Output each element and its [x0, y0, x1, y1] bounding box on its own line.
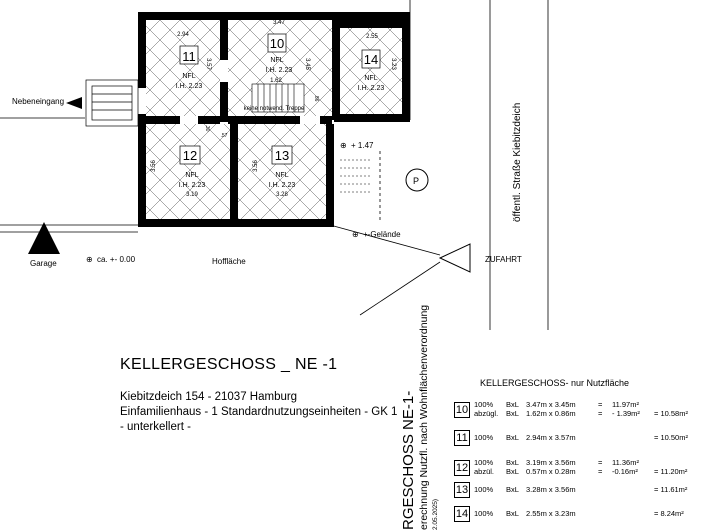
- calc-sub: - 1.39m²: [612, 409, 640, 418]
- access-label: ZUFAHRT: [485, 255, 522, 264]
- room-12-ih: I.H. 2.23: [179, 182, 206, 189]
- basement-line: - unterkellert -: [120, 421, 191, 433]
- level-147-label: + 1.47: [351, 141, 374, 150]
- room-10-nfl: NFL: [270, 57, 283, 64]
- calc-dims: 0.57m x 0.28m: [526, 467, 576, 476]
- calc-sub: 11.36m²: [612, 458, 639, 467]
- calc-sub: -0.16m²: [612, 467, 638, 476]
- calc-dims: 3.19m x 3.56m: [526, 458, 576, 467]
- room-14-number: 14: [364, 52, 378, 67]
- room-11-ih: I.H. 2.23: [176, 83, 203, 90]
- room-12-notch-depth: .30: [204, 125, 210, 132]
- calc-pct: abzül.: [474, 467, 495, 476]
- address-line: Kiebitzdeich 154 - 21037 Hamburg: [120, 391, 298, 403]
- parking-label: P: [413, 176, 419, 186]
- room-10-width: 3.47: [273, 20, 285, 26]
- calc-row: 14 100% BxL 2.55m x 3.23m = 8.24m²: [450, 506, 718, 528]
- room-14-nfl: NFL: [364, 75, 377, 82]
- room-13-number: 13: [275, 148, 289, 163]
- calc-dims: 3.47m x 3.45m: [526, 400, 576, 409]
- room-12-number: 12: [183, 148, 197, 163]
- room-12-width: 3.19: [186, 192, 198, 198]
- stair-note: keine notwend. Treppe: [244, 106, 305, 112]
- calc-title: KELLERGESCHOSS- nur Nutzfläche: [480, 378, 630, 388]
- room-11-width: 2.94: [177, 32, 189, 38]
- plan-title: KELLERGESCHOSS _ NE -1: [120, 356, 338, 373]
- room-10-number: 10: [270, 36, 284, 51]
- calc-pct: 100%: [474, 485, 494, 494]
- calc-bxl: BxL: [506, 485, 519, 494]
- calc-room-number: 13: [454, 482, 470, 498]
- calc-room-number: 10: [454, 402, 470, 418]
- room-10-stair-width: 1.62: [270, 78, 282, 84]
- calc-room-number: 14: [454, 506, 470, 522]
- calc-total: = 10.50m²: [654, 433, 688, 442]
- calc-row: 11 100% BxL 2.94m x 3.57m = 10.50m²: [450, 430, 718, 452]
- calc-bxl: BxL: [506, 467, 519, 476]
- room-13-height: 3.56: [253, 160, 259, 172]
- room-13-nfl: NFL: [275, 172, 288, 179]
- building-type-line: Einfamilienhaus - 1 Standardnutzungseinh…: [120, 406, 398, 418]
- room-10-height: 3.45: [304, 58, 310, 70]
- calc-eq: =: [598, 467, 603, 476]
- vertical-title: RGESCHOSS NE-1-: [400, 390, 417, 530]
- calc-total: = 11.61m²: [654, 485, 688, 494]
- room-11-nfl: NFL: [182, 73, 195, 80]
- calc-eq: =: [598, 458, 603, 467]
- room-14-ih: I.H. 2.23: [358, 85, 385, 92]
- calc-room-number: 11: [454, 430, 470, 446]
- room-11-number: 11: [182, 49, 196, 64]
- level-marker-icon: ⊕: [86, 255, 93, 264]
- calc-dims: 2.55m x 3.23m: [526, 509, 576, 518]
- calc-room-number: 12: [454, 460, 470, 476]
- calc-row: 13 100% BxL 3.28m x 3.56m = 11.61m²: [450, 482, 718, 504]
- calc-eq: =: [598, 400, 603, 409]
- room-11-height: 3.57: [205, 58, 211, 70]
- room-10-ih: I.H. 2.23: [266, 67, 293, 74]
- calc-bxl: BxL: [506, 509, 519, 518]
- calc-total: = 8.24m²: [654, 509, 684, 518]
- yard-label: Hoffläche: [212, 257, 246, 266]
- room-12-notch-width: .57: [221, 133, 228, 139]
- calc-pct: 100%: [474, 509, 494, 518]
- room-14-width: 2.55: [366, 34, 378, 40]
- side-entrance-label: Nebeneingang: [12, 97, 64, 106]
- room-12-nfl: NFL: [185, 172, 198, 179]
- address-block: Kiebitzdeich 154 - 21037 Hamburg Einfami…: [120, 390, 397, 435]
- calc-row: 10 100% BxL 3.47m x 3.45m = 11.97m² abzügl. BxL…: [450, 400, 718, 422]
- calc-bxl: BxL: [506, 400, 519, 409]
- vertical-date: 2.05.2025): [432, 498, 439, 530]
- calc-dims: 3.28m x 3.56m: [526, 485, 576, 494]
- room-14-height: 3.23: [390, 58, 396, 70]
- vertical-subtitle: erechnung Nutzfl. nach Wohnflächenverord…: [418, 304, 430, 530]
- calc-total: = 11.20m²: [654, 467, 688, 476]
- calc-bxl: BxL: [506, 458, 519, 467]
- terrain-label: +-Gelände: [363, 230, 401, 239]
- calc-dims: 1.62m x 0.86m: [526, 409, 576, 418]
- calc-row: 12 100% BxL 3.19m x 3.56m = 11.36m² abzül. BxL 0…: [450, 458, 718, 480]
- level-marker-icon: ⊕: [352, 230, 359, 239]
- calc-pct: 100%: [474, 433, 494, 442]
- calc-bxl: BxL: [506, 433, 519, 442]
- calc-pct: 100%: [474, 400, 494, 409]
- calc-pct: 100%: [474, 458, 494, 467]
- level-marker-icon: ⊕: [340, 141, 347, 150]
- calc-dims: 2.94m x 3.57m: [526, 433, 576, 442]
- room-13-width: 3.28: [276, 192, 288, 198]
- room-13-ih: I.H. 2.23: [269, 182, 296, 189]
- room-12-height: 3.56: [151, 160, 157, 172]
- calc-eq: =: [598, 409, 603, 418]
- calc-bxl: BxL: [506, 409, 519, 418]
- calc-pct: abzügl.: [474, 409, 499, 418]
- room-10-stair-depth: .86: [313, 95, 319, 102]
- ground-level-label: ca. +- 0.00: [97, 255, 136, 264]
- calc-total: = 10.58m²: [654, 409, 688, 418]
- garage-label: Garage: [30, 259, 57, 268]
- calc-sub: 11.97m²: [612, 400, 639, 409]
- street-label: öffentl. Straße Kiebitzdeich: [512, 102, 523, 222]
